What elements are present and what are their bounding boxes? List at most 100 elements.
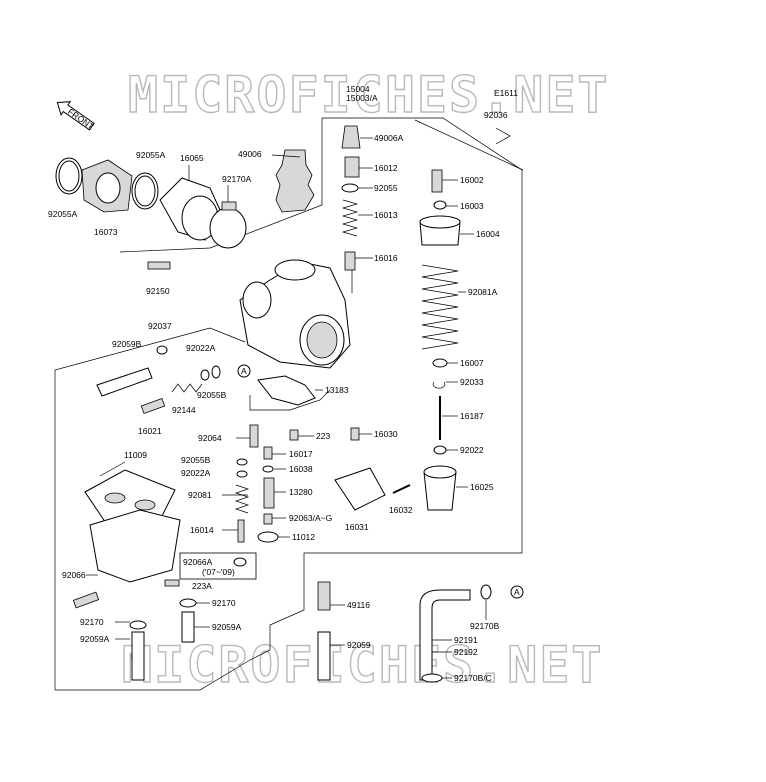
- label-13280: 13280: [289, 487, 313, 497]
- label-13183: 13183: [325, 385, 349, 395]
- label-92059B: 92059B: [112, 339, 142, 349]
- plug-92037-part: [156, 345, 168, 355]
- front-arrow-icon: FRONT: [56, 101, 96, 131]
- label-92066A: 92066A: [183, 557, 213, 567]
- tube-92059A-left-part: [131, 631, 145, 681]
- label-16017: 16017: [289, 449, 313, 459]
- screw-92066-part: [72, 591, 100, 609]
- label-92066: 92066: [62, 570, 86, 580]
- leader-lines: [86, 137, 487, 679]
- label-16007: 16007: [460, 358, 484, 368]
- spring-92081A-part: [421, 264, 459, 350]
- label-92037: 92037: [148, 321, 172, 331]
- clamp-screw: [221, 201, 237, 211]
- label-92055A-top: 92055A: [136, 150, 166, 160]
- label-92059A-left: 92059A: [80, 634, 110, 644]
- screw-16014-part: [237, 519, 245, 543]
- inlet-group-outline: [119, 118, 323, 253]
- label-92055B-low: 92055B: [181, 455, 211, 465]
- label-92064: 92064: [198, 433, 222, 443]
- ref-mark-right: A: [514, 587, 520, 597]
- label-92170BC: 92170B/C: [454, 673, 492, 683]
- spring-92144-part: [171, 383, 203, 393]
- label-92022A-mid: 92022A: [186, 343, 216, 353]
- washer-92022A-part: [200, 369, 210, 381]
- o-ring-92055-part: [341, 183, 359, 193]
- label-15003: 15003/A: [346, 93, 378, 103]
- spring-92081-part: [234, 484, 250, 514]
- throttle-valve-top: [423, 465, 457, 479]
- insulator-hole: [95, 172, 121, 204]
- label-16013: 16013: [374, 210, 398, 220]
- cable-boot-part: [275, 149, 315, 213]
- o-ring-92055B-low-part: [236, 458, 248, 466]
- label-16032: 16032: [389, 505, 413, 515]
- screw-92064-part: [249, 424, 259, 448]
- label-16030: 16030: [374, 429, 398, 439]
- label-49006A: 49006A: [374, 133, 404, 143]
- label-92081A: 92081A: [468, 287, 498, 297]
- clamp-part: [209, 207, 247, 249]
- ref-circle-left: [237, 364, 251, 378]
- o-ring-92055B-part: [211, 365, 221, 379]
- clip-92033-part: [432, 381, 446, 389]
- label-92055B-mid: 92055B: [197, 390, 227, 400]
- main-jet-92063-part: [263, 513, 273, 525]
- screw-223-part: [289, 429, 299, 441]
- label-92191: 92191: [454, 635, 478, 645]
- gasket-13183-part: [257, 375, 316, 406]
- label-92170-mid: 92170: [212, 598, 236, 608]
- front-label: FRONT: [66, 106, 96, 131]
- top-16012-part: [344, 156, 360, 178]
- clip-92170-left-part: [129, 620, 147, 630]
- cap-49006A-part: [341, 125, 361, 149]
- spring-16013-part: [341, 199, 359, 237]
- label-92022: 92022: [460, 445, 484, 455]
- label-16003: 16003: [460, 201, 484, 211]
- label-92150: 92150: [146, 286, 170, 296]
- label-92170A: 92170A: [222, 174, 252, 184]
- label-92081: 92081: [188, 490, 212, 500]
- nut-16003-part: [433, 200, 447, 210]
- watermark-bottom: MICROFICHES.NET: [122, 636, 604, 694]
- cap-16004-top: [419, 215, 461, 229]
- baffle-11012-part: [257, 531, 279, 543]
- washer-92022A-low-part: [236, 470, 248, 478]
- jet-16017-part: [263, 446, 273, 460]
- label-16031: 16031: [345, 522, 369, 532]
- label-92055: 92055: [374, 183, 398, 193]
- label-years: ('07~'09): [202, 567, 235, 577]
- label-16187: 16187: [460, 411, 484, 421]
- label-16038: 16038: [289, 464, 313, 474]
- o-ring-left-inner: [58, 160, 80, 192]
- fitting-49116-part: [317, 581, 331, 611]
- label-16065: 16065: [180, 153, 204, 163]
- label-92033: 92033: [460, 377, 484, 387]
- clip-92170BC-part: [421, 673, 443, 683]
- needle-jet-13280-part: [263, 477, 275, 509]
- washer-16038-part: [262, 465, 274, 473]
- screw-16021-part: [140, 397, 166, 415]
- plug-92066A-part: [233, 557, 247, 567]
- screw-223A-part: [164, 579, 180, 587]
- label-16014: 16014: [190, 525, 214, 535]
- label-92022A-low: 92022A: [181, 468, 211, 478]
- needle-16016-part: [344, 251, 356, 271]
- label-92170-left: 92170: [80, 617, 104, 627]
- jet-16030-part: [350, 427, 360, 441]
- plunger-92059B-part: [96, 367, 153, 397]
- seat-16007-part: [432, 358, 448, 368]
- label-16021: 16021: [138, 426, 162, 436]
- label-16025: 16025: [470, 482, 494, 492]
- float-16031-part: [334, 467, 386, 511]
- label-92059A-mid: 92059A: [212, 622, 242, 632]
- figure-ref: E1611: [494, 88, 518, 98]
- tube-92059-part: [317, 631, 331, 681]
- label-11012: 11012: [292, 532, 315, 542]
- label-49116: 49116: [347, 600, 370, 610]
- label-92059: 92059: [347, 640, 371, 650]
- inner-outline: [249, 389, 331, 411]
- ref-mark-left: A: [241, 366, 247, 376]
- label-16073: 16073: [94, 227, 118, 237]
